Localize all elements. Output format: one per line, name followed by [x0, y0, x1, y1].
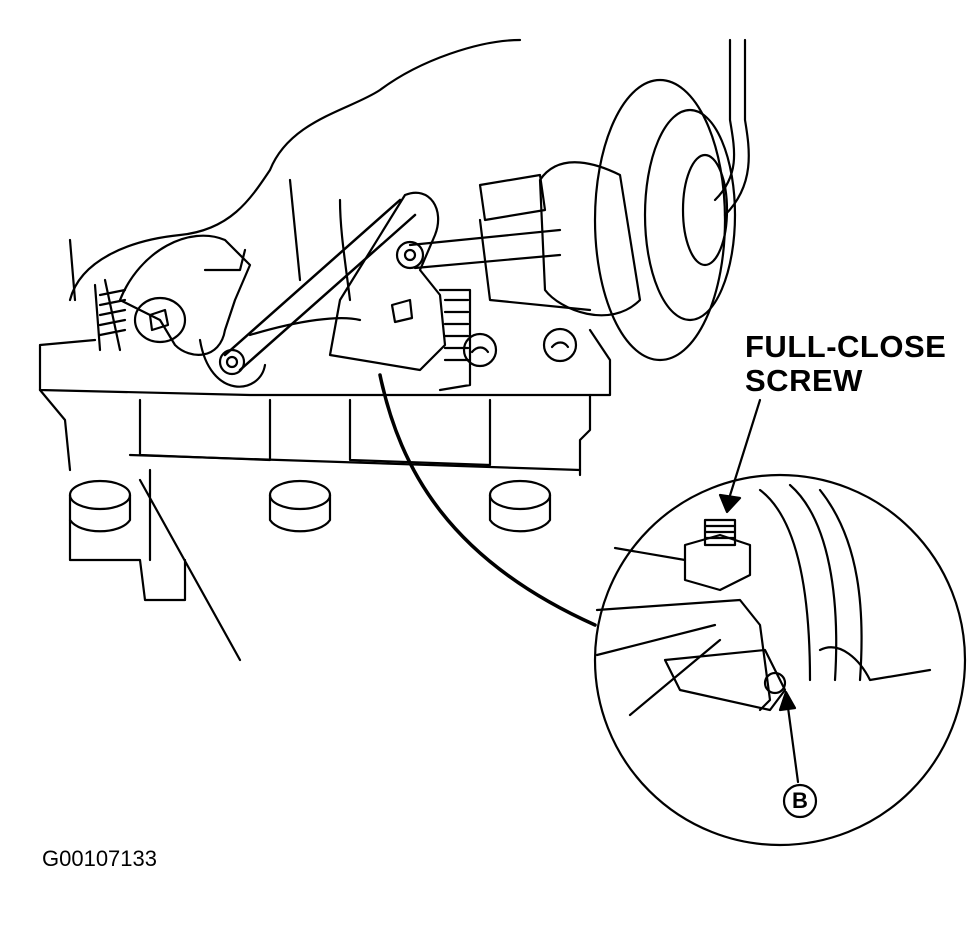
lock-nut [683, 533, 752, 592]
throttle-lever-left [93, 234, 252, 356]
leader-cable [378, 373, 597, 627]
full-close-screw-label: FULL-CLOSE SCREW [745, 330, 946, 398]
throttle-lever-center [328, 191, 472, 392]
full-close-screw-thread [703, 518, 737, 547]
linkage-rod [223, 198, 417, 372]
manifold-flange [38, 328, 612, 397]
marker-b-circle [782, 783, 818, 819]
callout-arrow-b [785, 698, 800, 784]
actuator-arm [408, 228, 562, 270]
callout-line-1: FULL-CLOSE [745, 329, 947, 364]
detail-inset [593, 473, 967, 847]
bolt-heads [68, 479, 552, 533]
figure-id: G00107133 [42, 846, 157, 871]
callout-line-2: SCREW [745, 363, 863, 398]
engine-block-outline [68, 38, 522, 302]
marker-b-label: B [792, 788, 808, 813]
callout-arrow-full-close [725, 398, 762, 507]
vacuum-diaphragm [538, 38, 750, 362]
